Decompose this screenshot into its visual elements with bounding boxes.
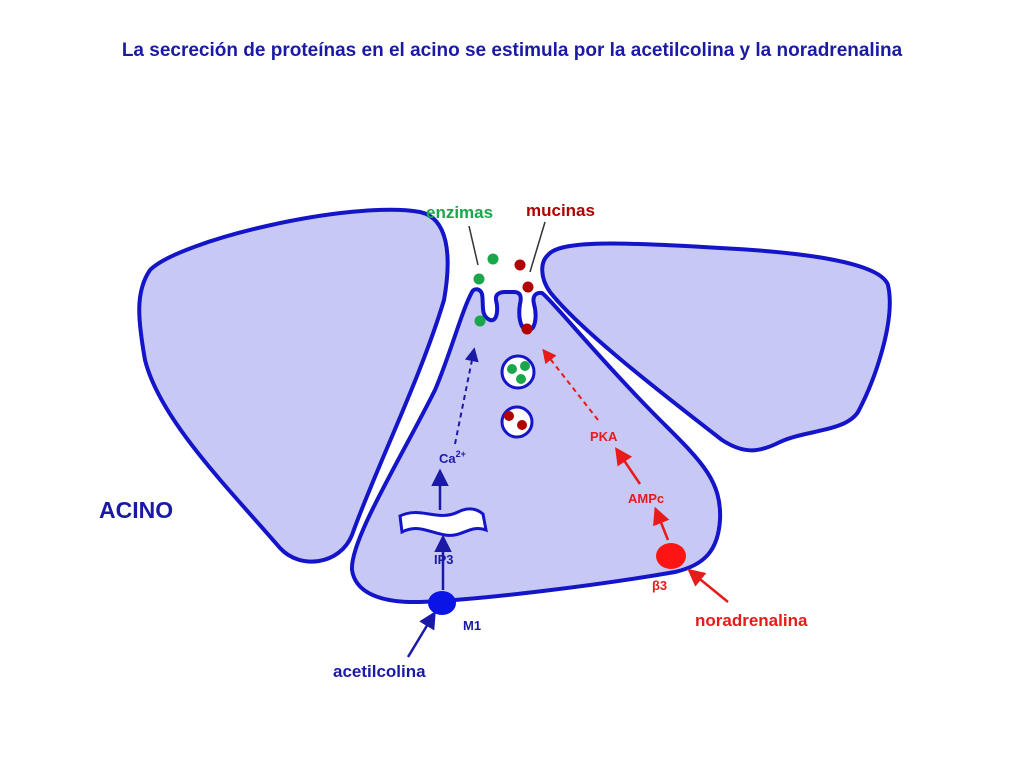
ampc-label: AMPc <box>628 491 664 506</box>
right-acinar-cell <box>540 241 892 453</box>
enzimas-label: enzimas <box>426 203 493 222</box>
acino-label: ACINO <box>99 497 173 523</box>
beta3-label: β3 <box>652 578 667 593</box>
ampc-arrow <box>653 506 670 541</box>
noradrenalina-label: noradrenalina <box>695 611 808 630</box>
page-title: La secreción de proteínas en el acino se… <box>121 40 903 61</box>
acetilcolina-arrow <box>406 611 436 658</box>
mucin-granules <box>504 259 534 430</box>
noradrenalina-arrow <box>687 568 729 603</box>
ca-secretion-dashed-arrow <box>454 347 479 445</box>
m1-label: M1 <box>463 618 481 633</box>
mucinas-leader <box>529 221 546 273</box>
ip3-label: IP3 <box>434 552 454 567</box>
left-acinar-cell <box>137 207 450 564</box>
mucin-vesicle <box>500 405 534 439</box>
enzimas-leader <box>468 225 479 266</box>
enzyme-vesicle <box>500 354 536 390</box>
pka-label: PKA <box>590 429 618 444</box>
ca-label: Ca2+ <box>439 449 466 466</box>
acetilcolina-label: acetilcolina <box>333 662 426 681</box>
m1-receptor <box>428 591 456 615</box>
mucinas-label: mucinas <box>526 201 595 220</box>
enzyme-granules <box>473 253 530 384</box>
ip3-receptor-channel <box>398 507 488 537</box>
beta3-receptor <box>656 543 686 569</box>
pka-arrow <box>615 447 642 485</box>
pka-secretion-dashed-arrow <box>542 348 599 421</box>
